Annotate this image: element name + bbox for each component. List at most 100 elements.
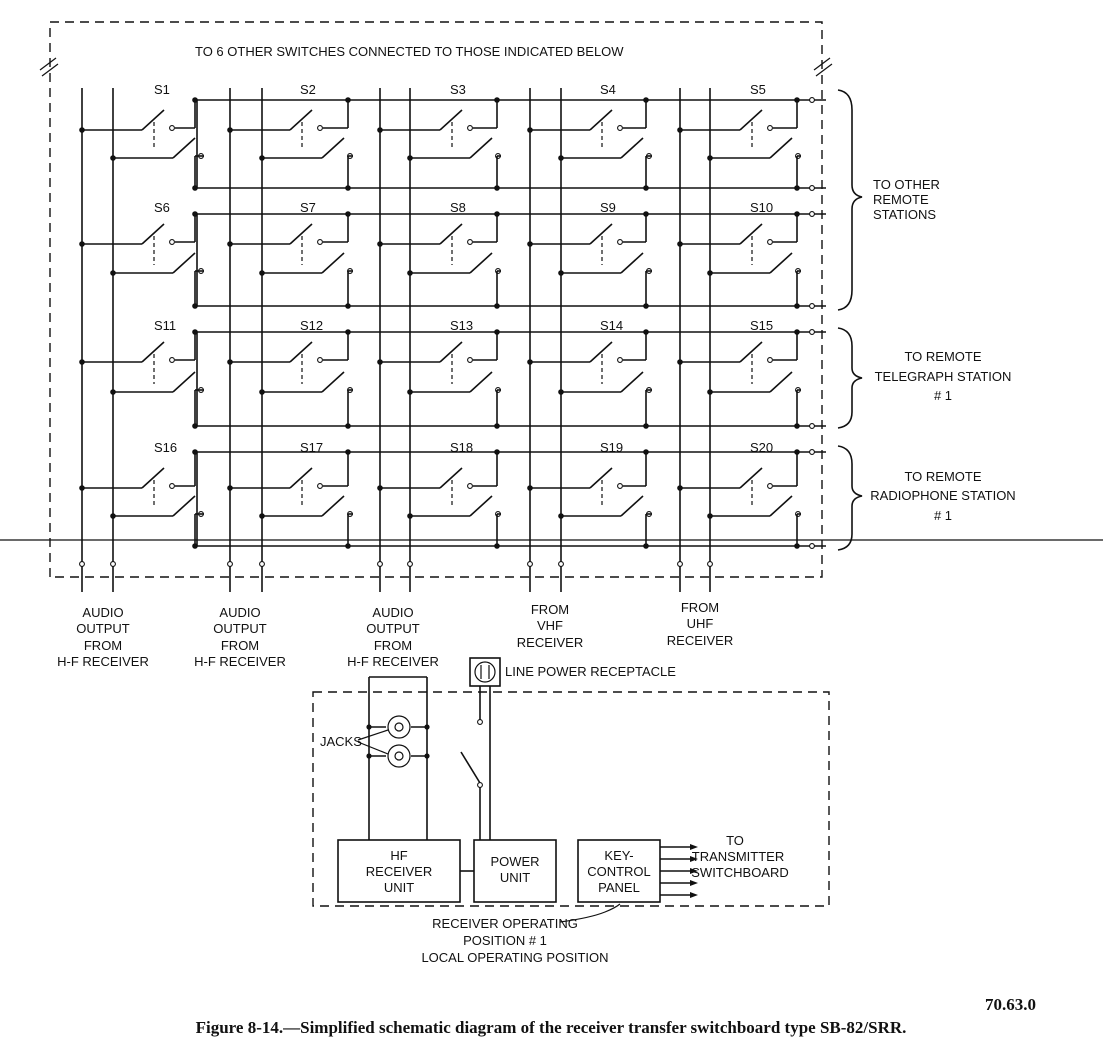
terminal	[767, 125, 773, 131]
switch-blade	[439, 467, 463, 489]
switch-label: S14	[600, 318, 623, 333]
junction-dot	[407, 389, 413, 395]
junction-dot	[527, 359, 533, 365]
switch-blade	[141, 109, 165, 131]
switch-blade	[141, 467, 165, 489]
junction-dot	[558, 270, 564, 276]
svg-text:AUDIO: AUDIO	[82, 605, 123, 620]
switch-blade	[769, 371, 793, 393]
switch-blade	[321, 252, 345, 274]
terminal	[377, 561, 383, 567]
switch-blade	[739, 467, 763, 489]
power-receptacle-icon	[469, 657, 501, 687]
arrowhead-icon	[690, 844, 698, 850]
junction-dot	[794, 543, 800, 549]
label-other-remote-l3: STATIONS	[873, 207, 936, 222]
junction-dot	[558, 155, 564, 161]
junction-dot	[677, 485, 683, 491]
switch-blade	[469, 252, 493, 274]
junction-dot	[110, 513, 116, 519]
figure-caption: Figure 8-14.—Simplified schematic diagra…	[196, 1018, 907, 1037]
switch-blade	[739, 341, 763, 363]
switch-blade	[321, 371, 345, 393]
svg-text:H-F RECEIVER: H-F RECEIVER	[347, 654, 439, 669]
switch-blade	[739, 223, 763, 245]
terminal	[317, 239, 323, 245]
switch-blade	[439, 109, 463, 131]
junction-dot	[494, 211, 500, 217]
terminal	[809, 97, 815, 103]
switch-blade	[321, 495, 345, 517]
junction-dot	[707, 513, 713, 519]
arrowhead-icon	[690, 880, 698, 886]
figure-number: 70.63.0	[985, 995, 1036, 1014]
junction-dot	[407, 155, 413, 161]
switch-label: S4	[600, 82, 616, 97]
switch-blade	[589, 341, 613, 363]
terminal	[317, 357, 323, 363]
junction-dot	[110, 389, 116, 395]
switch-blade	[620, 495, 644, 517]
junction-dot	[794, 449, 800, 455]
switch-blade	[439, 223, 463, 245]
junction-dot	[345, 423, 351, 429]
top-note: TO 6 OTHER SWITCHES CONNECTED TO THOSE I…	[195, 44, 624, 59]
svg-text:HF: HF	[390, 848, 407, 863]
junction-dot	[794, 185, 800, 191]
junction-dot	[227, 241, 233, 247]
position-label-l2: POSITION # 1	[463, 933, 547, 948]
break-mark-right	[813, 57, 833, 77]
terminal	[527, 561, 533, 567]
switch-label: S6	[154, 200, 170, 215]
input-label-1: AUDIO OUTPUT FROM H-F RECEIVER	[57, 605, 149, 669]
switch-label: S20	[750, 440, 773, 455]
junction-dot	[345, 185, 351, 191]
junction-dot	[110, 270, 116, 276]
input-label-5: FROM UHF RECEIVER	[667, 600, 733, 648]
switch-label: S10	[750, 200, 773, 215]
label-other-remote-l1: TO OTHER	[873, 177, 940, 192]
switch-blade	[289, 223, 313, 245]
switch-blade	[439, 341, 463, 363]
svg-text:FROM: FROM	[221, 638, 259, 653]
junction-dot	[407, 513, 413, 519]
junction-dot	[377, 127, 383, 133]
junction-dot	[377, 485, 383, 491]
terminal	[169, 125, 175, 131]
junction-dot	[345, 329, 351, 335]
switch-blade	[589, 223, 613, 245]
terminal	[707, 561, 713, 567]
terminal	[467, 483, 473, 489]
switch-label: S15	[750, 318, 773, 333]
power-switch	[460, 751, 481, 784]
svg-text:TO: TO	[726, 833, 744, 848]
terminal	[767, 483, 773, 489]
brace-remote-stations	[837, 89, 863, 311]
switch-blade	[172, 252, 196, 274]
switch-blade	[289, 341, 313, 363]
junction-dot	[79, 241, 85, 247]
terminal	[110, 561, 116, 567]
junction-dot	[677, 241, 683, 247]
switch-label: S8	[450, 200, 466, 215]
junction-dot	[794, 97, 800, 103]
junction-dot	[794, 423, 800, 429]
junction-dot	[558, 513, 564, 519]
terminal	[317, 125, 323, 131]
junction-dot	[227, 359, 233, 365]
junction-dot	[494, 449, 500, 455]
line-power-label: LINE POWER RECEPTACLE	[505, 664, 676, 679]
junction-dot	[227, 127, 233, 133]
switch-blade	[620, 137, 644, 159]
svg-text:RECEIVER: RECEIVER	[517, 635, 583, 650]
break-mark-left	[39, 57, 59, 77]
junction-dot	[345, 97, 351, 103]
switch-blade	[620, 252, 644, 274]
label-radiophone-l3: # 1	[934, 508, 952, 523]
terminal	[809, 449, 815, 455]
arrowhead-icon	[690, 892, 698, 898]
junction-dot	[259, 155, 265, 161]
junction-dot	[643, 423, 649, 429]
svg-text:POWER: POWER	[490, 854, 539, 869]
